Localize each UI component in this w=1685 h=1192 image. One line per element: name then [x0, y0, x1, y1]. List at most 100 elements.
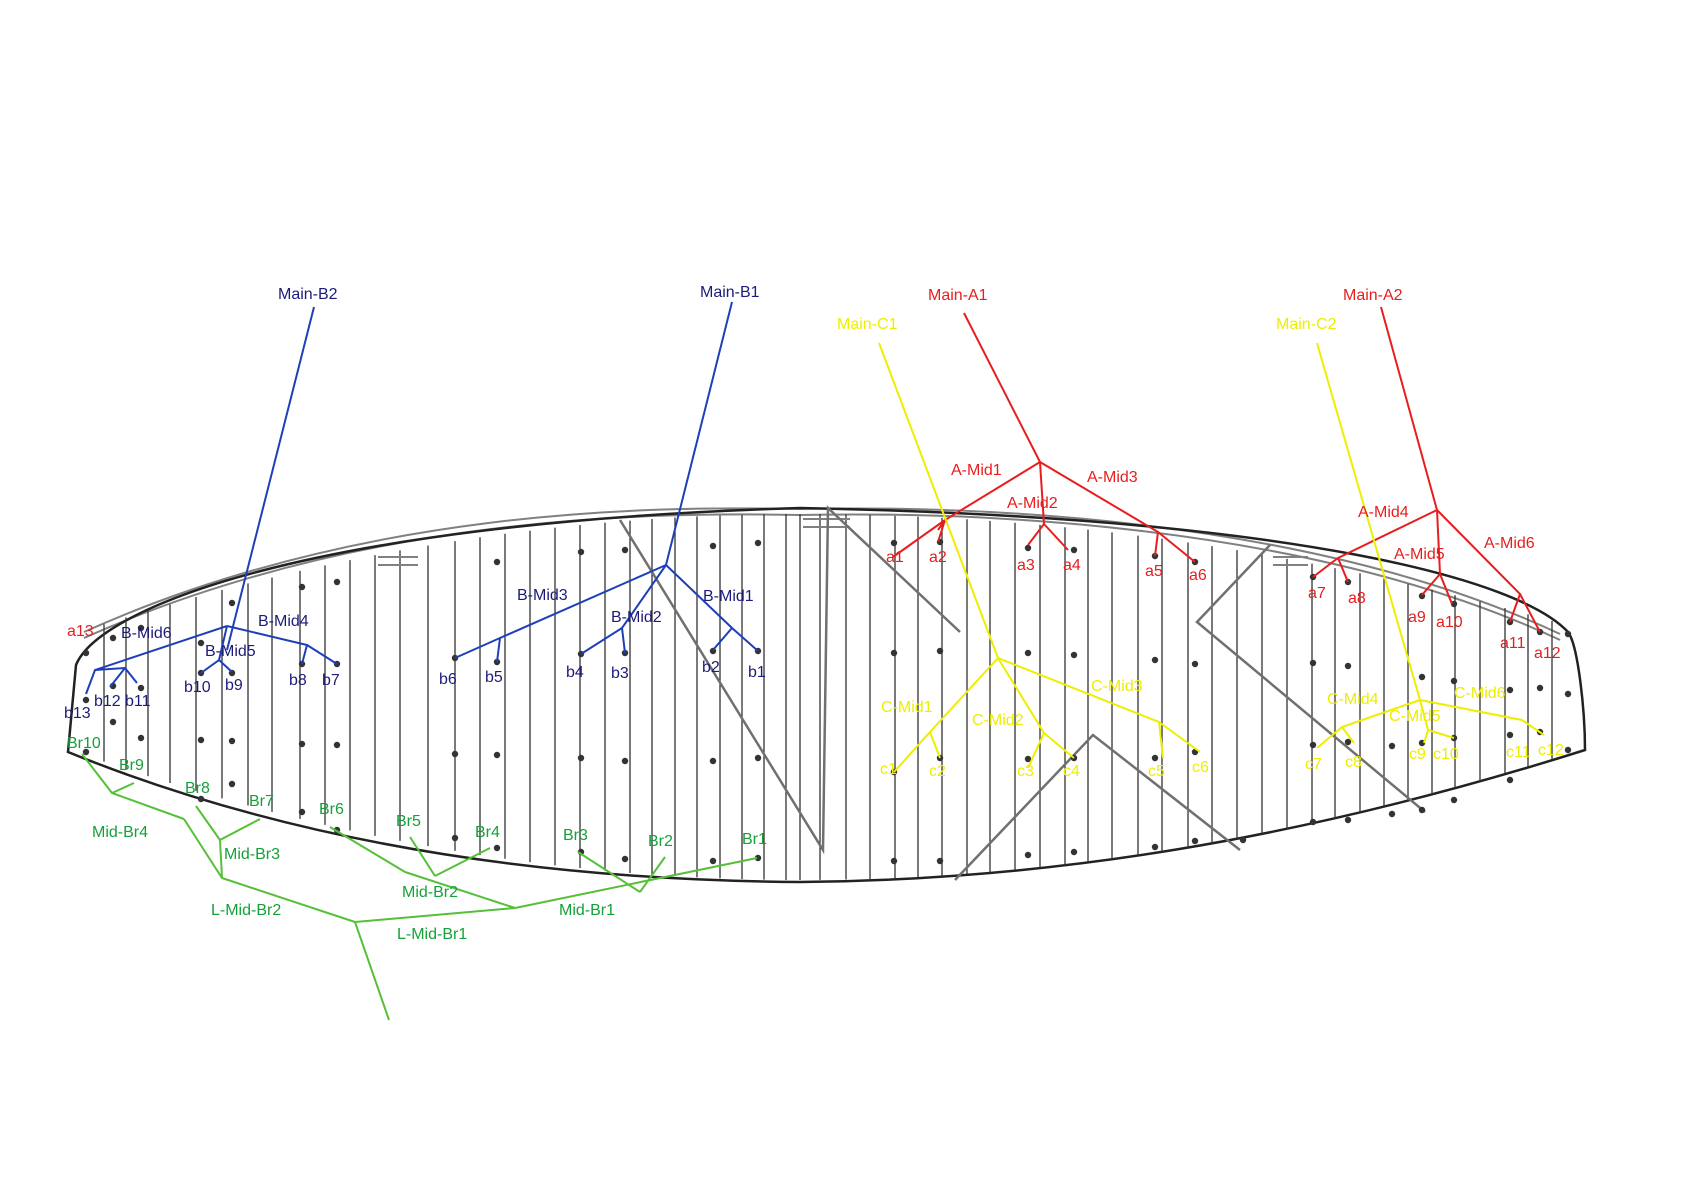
brake-point-label: Br6	[319, 801, 344, 818]
a-point-label: a12	[1534, 645, 1561, 662]
a-point-label: a7	[1308, 585, 1326, 602]
label-a-mid1: A-Mid1	[951, 462, 1002, 479]
attachment-dot	[754, 539, 762, 547]
attachment-dot	[1564, 690, 1572, 698]
attachment-dot	[197, 795, 205, 803]
diagram-labels: Main-B2 Main-B1 Main-A1 Main-A2 Main-C1 …	[64, 284, 1564, 943]
label-l-mid-br2: L-Mid-Br2	[211, 902, 281, 919]
label-main-a2: Main-A2	[1343, 287, 1403, 304]
attachment-dot	[754, 754, 762, 762]
a-point-label: a4	[1063, 557, 1081, 574]
c-point-label: c5	[1148, 763, 1165, 780]
attachment-dot	[1536, 684, 1544, 692]
attachment-dot	[1309, 818, 1317, 826]
attachment-dot	[1239, 836, 1247, 844]
attachment-dot	[1506, 776, 1514, 784]
attachment-dot	[890, 857, 898, 865]
attachment-dot	[451, 834, 459, 842]
attachment-dot	[1151, 656, 1159, 664]
attachment-dot	[1151, 754, 1159, 762]
label-c-mid1: C-Mid1	[881, 699, 933, 716]
label-c-mid3: C-Mid3	[1091, 678, 1143, 695]
attachment-dot	[1070, 651, 1078, 659]
attachment-dot	[333, 741, 341, 749]
attachment-dot	[493, 844, 501, 852]
label-a-mid6: A-Mid6	[1484, 535, 1535, 552]
attachment-dot	[1024, 851, 1032, 859]
attachment-dot	[1024, 649, 1032, 657]
attachment-dot	[1450, 677, 1458, 685]
label-c-mid2: C-Mid2	[972, 712, 1024, 729]
attachment-dot	[451, 750, 459, 758]
a-point-label: a6	[1189, 567, 1207, 584]
label-main-c2: Main-C2	[1276, 316, 1337, 333]
attachment-dot	[493, 751, 501, 759]
brake-point-label: Br8	[185, 780, 210, 797]
b-point-label: b5	[485, 669, 503, 686]
attachment-dot	[1506, 731, 1514, 739]
attachment-dot	[1506, 686, 1514, 694]
a-point-label: a1	[886, 549, 904, 566]
b-point-label: b7	[322, 672, 340, 689]
attachment-dot	[890, 649, 898, 657]
center-cell-bands	[378, 518, 1308, 566]
attachment-dot	[709, 757, 717, 765]
attachment-dot	[1564, 746, 1572, 754]
label-l-mid-br1: L-Mid-Br1	[397, 926, 467, 943]
attachment-dot	[228, 780, 236, 788]
a-point-label: a9	[1408, 609, 1426, 626]
attachment-dot	[137, 684, 145, 692]
attachment-dot	[1344, 662, 1352, 670]
attachment-dot	[754, 854, 762, 862]
diagonal-right	[1195, 544, 1426, 813]
attachment-dot	[1418, 673, 1426, 681]
attachment-dot	[228, 599, 236, 607]
label-b-mid5: B-Mid5	[205, 643, 256, 660]
diagonal-bracing	[618, 505, 1426, 881]
attachment-dot	[1151, 843, 1159, 851]
attachment-dot	[197, 639, 205, 647]
a-point-label: a5	[1145, 563, 1163, 580]
attachment-dot	[936, 647, 944, 655]
attachment-dot	[298, 740, 306, 748]
brake-point-label: Br7	[249, 793, 274, 810]
attachment-dot	[621, 757, 629, 765]
label-main-c1: Main-C1	[837, 316, 898, 333]
attachment-dot	[333, 578, 341, 586]
brake-point-label: Br3	[563, 827, 588, 844]
a-point-label: a8	[1348, 590, 1366, 607]
label-mid-br2: Mid-Br2	[402, 884, 458, 901]
a-point-label: a11	[1500, 635, 1526, 652]
attachment-dot	[137, 624, 145, 632]
brake-point-label: Br5	[396, 813, 421, 830]
label-mid-br4: Mid-Br4	[92, 824, 148, 841]
c-point-label: c7	[1305, 756, 1322, 773]
attachment-dot	[1191, 660, 1199, 668]
attachment-dot	[109, 718, 117, 726]
c-point-label: c4	[1063, 763, 1080, 780]
b-line-cascade	[85, 301, 759, 695]
attachment-dot	[298, 808, 306, 816]
label-mid-br1: Mid-Br1	[559, 902, 615, 919]
b-point-label: b3	[611, 665, 629, 682]
attachment-dot	[1070, 546, 1078, 554]
brake-point-label: Br4	[475, 824, 500, 841]
a-point-label: a13	[67, 623, 94, 640]
diagonal-center	[954, 733, 1241, 881]
attachment-dot	[621, 546, 629, 554]
b-point-label: b9	[225, 677, 243, 694]
label-a-mid3: A-Mid3	[1087, 469, 1138, 486]
a-point-label: a2	[929, 549, 947, 566]
label-main-a1: Main-A1	[928, 287, 988, 304]
attachment-dot	[890, 539, 898, 547]
attachment-dot	[137, 734, 145, 742]
attachment-dot	[1309, 659, 1317, 667]
c-point-label: c3	[1017, 763, 1034, 780]
label-c-mid5: C-Mid5	[1389, 708, 1441, 725]
attachment-dot	[1309, 741, 1317, 749]
a-point-label: a10	[1436, 614, 1463, 631]
attachment-dot	[1070, 848, 1078, 856]
a-line-cascade	[892, 306, 1541, 633]
